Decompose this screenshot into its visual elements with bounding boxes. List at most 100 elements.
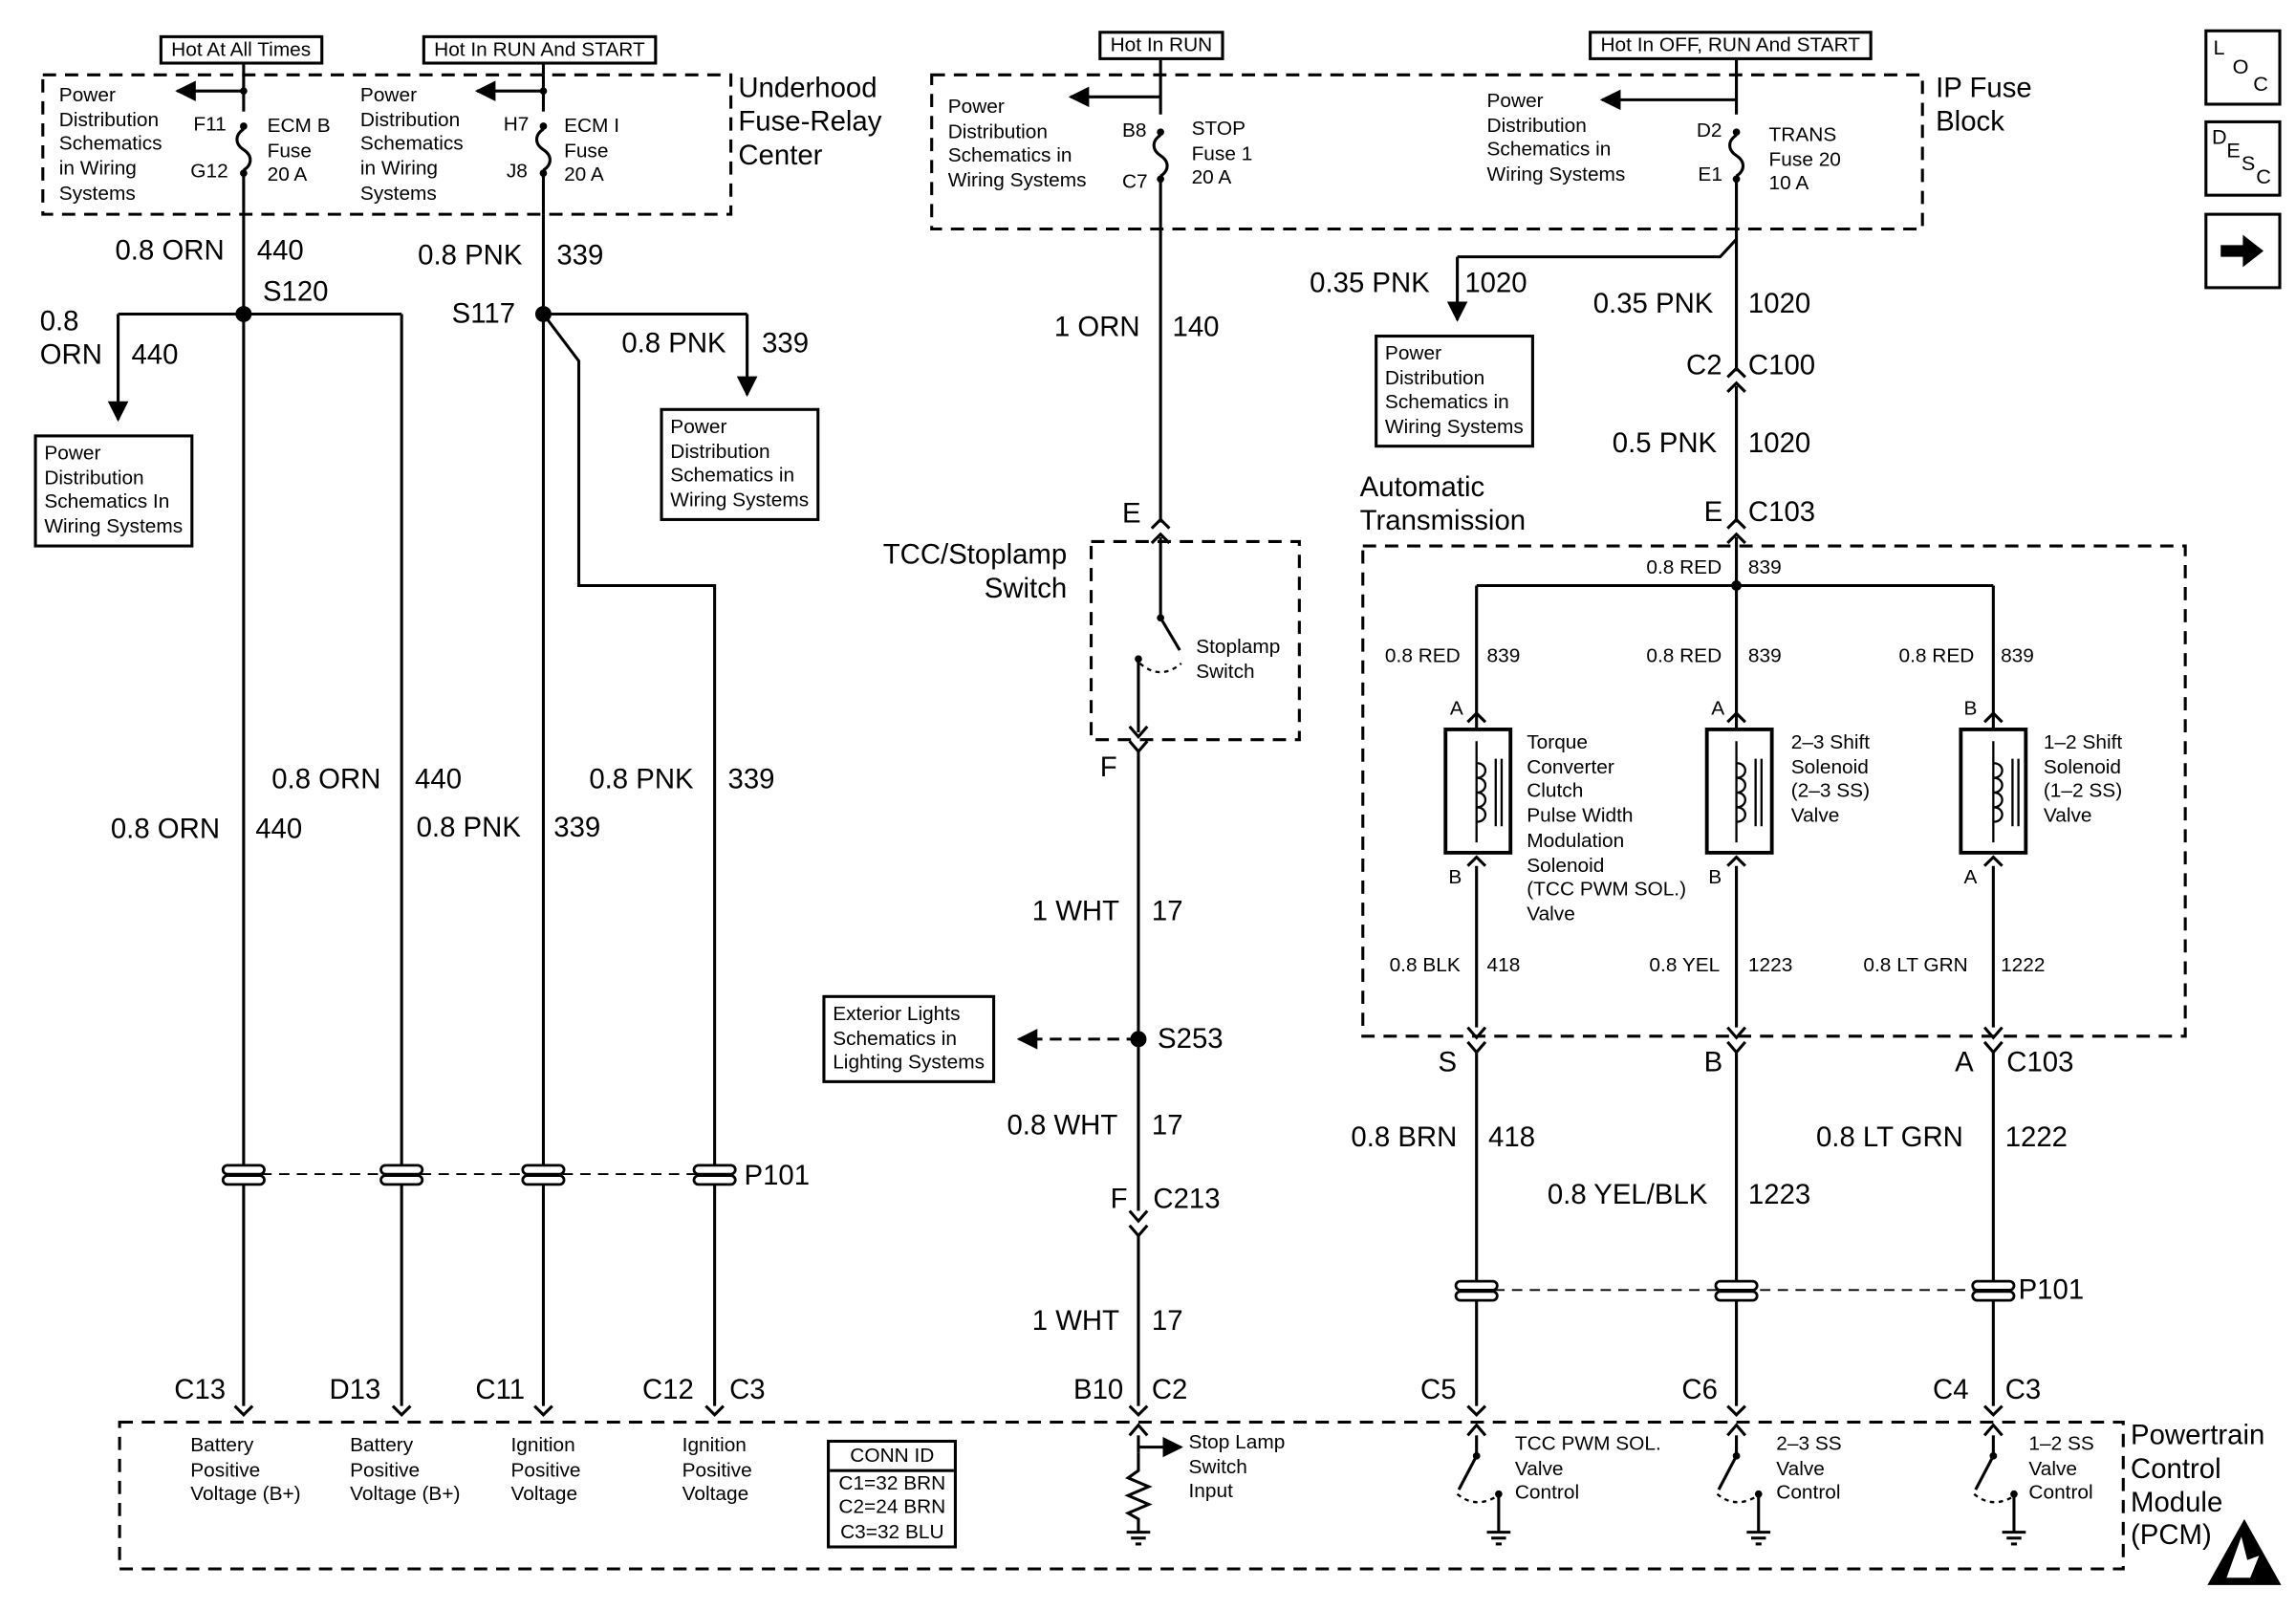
wire-17-circuit: 17 xyxy=(1151,896,1183,928)
fuse-pin-c7: C7 xyxy=(1121,170,1148,193)
pcm-connector-c3-left: C3 xyxy=(729,1375,766,1406)
wire-17-c-circuit: 17 xyxy=(1151,1306,1183,1338)
pcm-pin-c6: C6 xyxy=(1681,1375,1718,1406)
ecm-i-fuse-label: ECM I Fuse 20 A xyxy=(564,114,620,186)
connector-c103-pin-a: A xyxy=(1955,1048,1974,1079)
p101-connector-c13 xyxy=(221,1164,266,1186)
desc-letter-c: C xyxy=(2256,163,2271,188)
wire-418-color-inner: 0.8 BLK xyxy=(1389,953,1461,976)
sol3-pin-b: B xyxy=(1963,697,1978,720)
wire-140-color: 1 ORN xyxy=(1053,312,1140,344)
wire-440-d13-color: 0.8 ORN xyxy=(271,764,381,796)
wire-1222-circuit-inner: 1222 xyxy=(2001,953,2046,976)
desc-letter-e: E xyxy=(2226,138,2241,162)
wire-339-circuit: 339 xyxy=(556,240,604,272)
sol3-feed-circuit: 839 xyxy=(2001,643,2034,666)
pcm-battery-voltage-1: Battery Positive Voltage (B+) xyxy=(190,1433,301,1506)
wire-339-c11-color: 0.8 PNK xyxy=(416,813,521,844)
wire-1020-branch-circuit: 1020 xyxy=(1464,268,1527,300)
pcm-ignition-voltage-2: Ignition Positive Voltage xyxy=(682,1433,752,1506)
bus-wire-color: 0.8 RED xyxy=(1646,555,1722,578)
splice-s117-label: S117 xyxy=(451,299,516,331)
power-distribution-ref-7[interactable]: Power Distribution Schematics in Wiring … xyxy=(1375,335,1534,448)
wire-440-c13-color: 0.8 ORN xyxy=(110,814,221,846)
auto-trans-box xyxy=(1361,544,2187,1038)
switch-pin-e: E xyxy=(1121,498,1141,531)
sol1-feed-circuit: 839 xyxy=(1486,643,1521,666)
wire-440-circuit: 440 xyxy=(256,236,304,268)
splice-s253-label: S253 xyxy=(1158,1024,1224,1055)
loc-letter-l: L xyxy=(2213,34,2225,59)
pcm-box xyxy=(118,1420,2125,1571)
shift-solenoid-23-label: 2–3 Shift Solenoid (2–3 SS) Valve xyxy=(1790,730,1871,827)
splice-s120 xyxy=(235,306,252,322)
wire-440-color: 0.8 ORN xyxy=(115,236,225,268)
switch-pin-f: F xyxy=(1099,752,1117,784)
fuse-pin-j8: J8 xyxy=(506,160,528,183)
sol2-pin-b: B xyxy=(1708,865,1722,888)
exterior-lights-ref[interactable]: Exterior Lights Schematics in Lighting S… xyxy=(822,994,995,1084)
location-button[interactable]: L O C xyxy=(2204,29,2282,106)
fuse-pin-d2: D2 xyxy=(1696,119,1722,141)
loc-letter-c: C xyxy=(2253,72,2268,96)
sol2-pin-a: A xyxy=(1711,697,1725,720)
sol1-pin-a: A xyxy=(1449,697,1463,720)
power-distribution-ref-6[interactable]: Power Distribution Schematics in Wiring … xyxy=(660,407,819,521)
underhood-fuse-relay-center-label: Underhood Fuse-Relay Center xyxy=(738,73,882,171)
next-page-button[interactable] xyxy=(2204,212,2282,290)
wire-17-color: 1 WHT xyxy=(1031,896,1120,928)
pcm-ss23-control: 2–3 SS Valve Control xyxy=(1776,1432,1842,1504)
pcm-pin-d13: D13 xyxy=(329,1375,381,1406)
wire-418-circuit: 418 xyxy=(1488,1122,1536,1154)
description-button[interactable]: D E S C xyxy=(2204,120,2282,197)
desc-letter-d: D xyxy=(2211,124,2227,149)
wire-339-branch-circuit: 339 xyxy=(762,328,810,360)
wire-1223-circuit: 1223 xyxy=(1747,1180,1811,1211)
fuse-pin-g12: G12 xyxy=(190,160,228,183)
sol3-feed-color: 0.8 RED xyxy=(1898,643,1975,666)
power-distribution-ref-2[interactable]: Power Distribution Schematics in Wiring … xyxy=(359,83,464,205)
connector-id-c2: C2=24 BRN xyxy=(838,1495,946,1518)
power-distribution-ref-1[interactable]: Power Distribution Schematics in Wiring … xyxy=(58,83,162,205)
power-distribution-ref-3[interactable]: Power Distribution Schematics in Wiring … xyxy=(947,95,1087,191)
hot-at-all-times-label: Hot At All Times xyxy=(159,34,323,65)
fuse-pin-f11: F11 xyxy=(193,113,227,136)
pcm-pin-c5: C5 xyxy=(1420,1375,1457,1406)
p101-connector-c11 xyxy=(521,1164,566,1186)
ecm-b-fuse-label: ECM B Fuse 20 A xyxy=(267,114,331,186)
wire-1222-color: 0.8 LT GRN xyxy=(1815,1122,1963,1154)
connector-c100-label: C100 xyxy=(1747,350,1816,382)
wire-1020-color: 0.35 PNK xyxy=(1592,289,1714,320)
p101-connector-d13 xyxy=(379,1164,424,1186)
wire-17-c-color: 1 WHT xyxy=(1031,1306,1120,1338)
wire-339-c12-circuit: 339 xyxy=(727,764,775,796)
connector-c213-label: C213 xyxy=(1153,1184,1221,1216)
wire-1020-branch-color: 0.35 PNK xyxy=(1310,268,1430,300)
wire-339-color: 0.8 PNK xyxy=(418,240,523,272)
power-distribution-ref-5[interactable]: Power Distribution Schematics In Wiring … xyxy=(33,434,193,548)
splice-s120-label: S120 xyxy=(262,277,329,309)
wire-1223-color-inner: 0.8 YEL xyxy=(1649,953,1721,976)
connector-c103-lower-label: C103 xyxy=(2006,1048,2074,1079)
wire-440-c13-circuit: 440 xyxy=(255,814,303,846)
pcm-pin-c12: C12 xyxy=(641,1375,694,1406)
p101-connector-c12 xyxy=(692,1164,737,1186)
arrow-right-icon xyxy=(2220,234,2264,268)
esd-warning-icon xyxy=(2207,1518,2282,1585)
sol2-feed-circuit: 839 xyxy=(1747,643,1782,666)
connector-id-c1: C1=32 BRN xyxy=(838,1471,946,1494)
power-distribution-ref-4[interactable]: Power Distribution Schematics in Wiring … xyxy=(1486,89,1626,185)
wire-440-branch-circuit: 440 xyxy=(131,340,179,372)
sol1-feed-color: 0.8 RED xyxy=(1384,643,1461,666)
wire-440-branch-gauge: 0.8 xyxy=(39,306,79,338)
wire-1020-circuit: 1020 xyxy=(1747,289,1811,320)
fuse-pin-e1: E1 xyxy=(1698,163,1722,185)
pcm-connector-c3-right: C3 xyxy=(2004,1375,2042,1406)
fuse-pin-h7: H7 xyxy=(503,113,530,136)
wire-1223-color: 0.8 YEL/BLK xyxy=(1547,1180,1708,1211)
wire-440-branch-color: ORN xyxy=(39,340,102,372)
connector-c103-pin-s: S xyxy=(1438,1048,1458,1079)
splice-s253 xyxy=(1130,1031,1147,1048)
pcm-stop-lamp-input: Stop Lamp Switch Input xyxy=(1188,1430,1286,1503)
